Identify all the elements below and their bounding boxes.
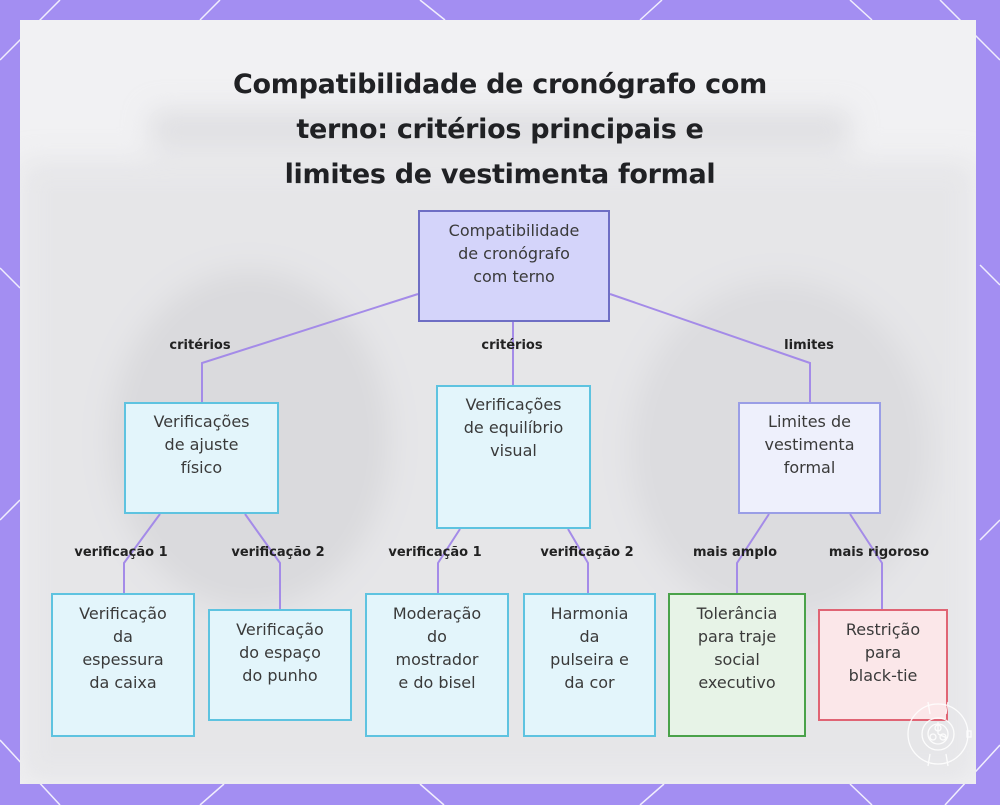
edge-visual-dial xyxy=(437,528,461,593)
business-attire-line-3: social xyxy=(714,650,760,669)
root-node-line-3: com terno xyxy=(473,267,555,286)
black-tie-node: Restrição para black-tie xyxy=(818,609,948,721)
physical-fit-line-3: físico xyxy=(180,458,223,477)
edge-label-stricter: mais rigoroso xyxy=(828,545,930,560)
cuff-space-node: Verificação do espaço do punho xyxy=(208,609,352,721)
root-node-line-2: de cronógrafo xyxy=(458,244,570,263)
strap-color-line-4: da cor xyxy=(564,673,615,692)
root-node-line-1: Compatibilidade xyxy=(448,221,580,240)
cuff-space-line-3: do punho xyxy=(242,666,318,685)
visual-balance-node: Verificações de equilíbrio visual xyxy=(436,385,591,529)
black-tie-line-2: para xyxy=(864,643,902,662)
strap-color-line-3: pulseira e xyxy=(550,650,629,669)
business-attire-line-4: executivo xyxy=(698,673,776,692)
black-tie-line-1: Restrição xyxy=(845,620,921,639)
case-thickness-line-2: da xyxy=(113,627,133,646)
diagram-title: Compatibilidade de cronógrafo com terno:… xyxy=(200,62,800,197)
edge-label-limits: limites xyxy=(784,338,834,353)
edge-root-physical xyxy=(201,293,419,402)
dial-bezel-line-4: e do bisel xyxy=(398,673,476,692)
business-attire-node: Tolerância para traje social executivo xyxy=(668,593,806,737)
edge-physical-wrist xyxy=(244,513,281,609)
edge-label-broader: mais amplo xyxy=(692,545,778,560)
dial-bezel-node: Moderação do mostrador e do bisel xyxy=(365,593,509,737)
edge-label-check-2a: verificação 2 xyxy=(231,545,325,560)
formal-limits-line-1: Limites de xyxy=(768,412,851,431)
edge-label-check-1b: verificação 1 xyxy=(388,545,482,560)
edge-visual-strap xyxy=(567,528,589,593)
strap-color-node: Harmonia da pulseira e da cor xyxy=(523,593,656,737)
physical-fit-line-1: Verificações xyxy=(153,412,250,431)
edge-limits-blacktie xyxy=(849,513,883,609)
strap-color-line-2: da xyxy=(579,627,600,646)
visual-balance-line-1: Verificações xyxy=(465,395,562,414)
visual-balance-line-3: visual xyxy=(490,441,537,460)
physical-fit-node: Verificações de ajuste físico xyxy=(124,402,279,514)
visual-balance-line-2: de equilíbrio xyxy=(463,418,564,437)
cuff-space-line-1: Verificação xyxy=(236,620,324,639)
edge-label-criteria-2: critérios xyxy=(481,338,543,353)
edge-label-criteria-1: critérios xyxy=(169,338,231,353)
title-line-2: terno: critérios principais e xyxy=(296,114,704,145)
cuff-space-line-2: do espaço xyxy=(239,643,321,662)
business-attire-line-1: Tolerância xyxy=(696,604,778,623)
dial-bezel-line-1: Moderação xyxy=(392,604,482,623)
dial-bezel-line-3: mostrador xyxy=(395,650,479,669)
strap-color-line-1: Harmonia xyxy=(550,604,629,623)
case-thickness-line-4: da caixa xyxy=(89,673,157,692)
edge-limits-executive xyxy=(736,513,770,593)
edge-physical-thickness xyxy=(123,513,161,593)
edge-label-check-2b: verificação 2 xyxy=(540,545,634,560)
edge-label-check-1a: verificação 1 xyxy=(74,545,168,560)
case-thickness-line-1: Verificação xyxy=(79,604,167,623)
physical-fit-line-2: de ajuste xyxy=(164,435,239,454)
title-line-3: limites de vestimenta formal xyxy=(284,159,716,190)
title-line-1: Compatibilidade de cronógrafo com xyxy=(233,69,767,100)
watch-icon xyxy=(907,701,972,767)
formal-limits-line-3: formal xyxy=(783,458,836,477)
black-tie-line-3: black-tie xyxy=(848,666,918,685)
root-node: Compatibilidade de cronógrafo com terno xyxy=(418,210,610,322)
formal-limits-node: Limites de vestimenta formal xyxy=(738,402,881,514)
case-thickness-node: Verificação da espessura da caixa xyxy=(51,593,195,737)
business-attire-line-2: para traje xyxy=(697,627,777,646)
formal-limits-line-2: vestimenta xyxy=(764,435,855,454)
dial-bezel-line-2: do xyxy=(427,627,447,646)
edge-root-limits xyxy=(609,293,811,402)
case-thickness-line-3: espessura xyxy=(82,650,164,669)
